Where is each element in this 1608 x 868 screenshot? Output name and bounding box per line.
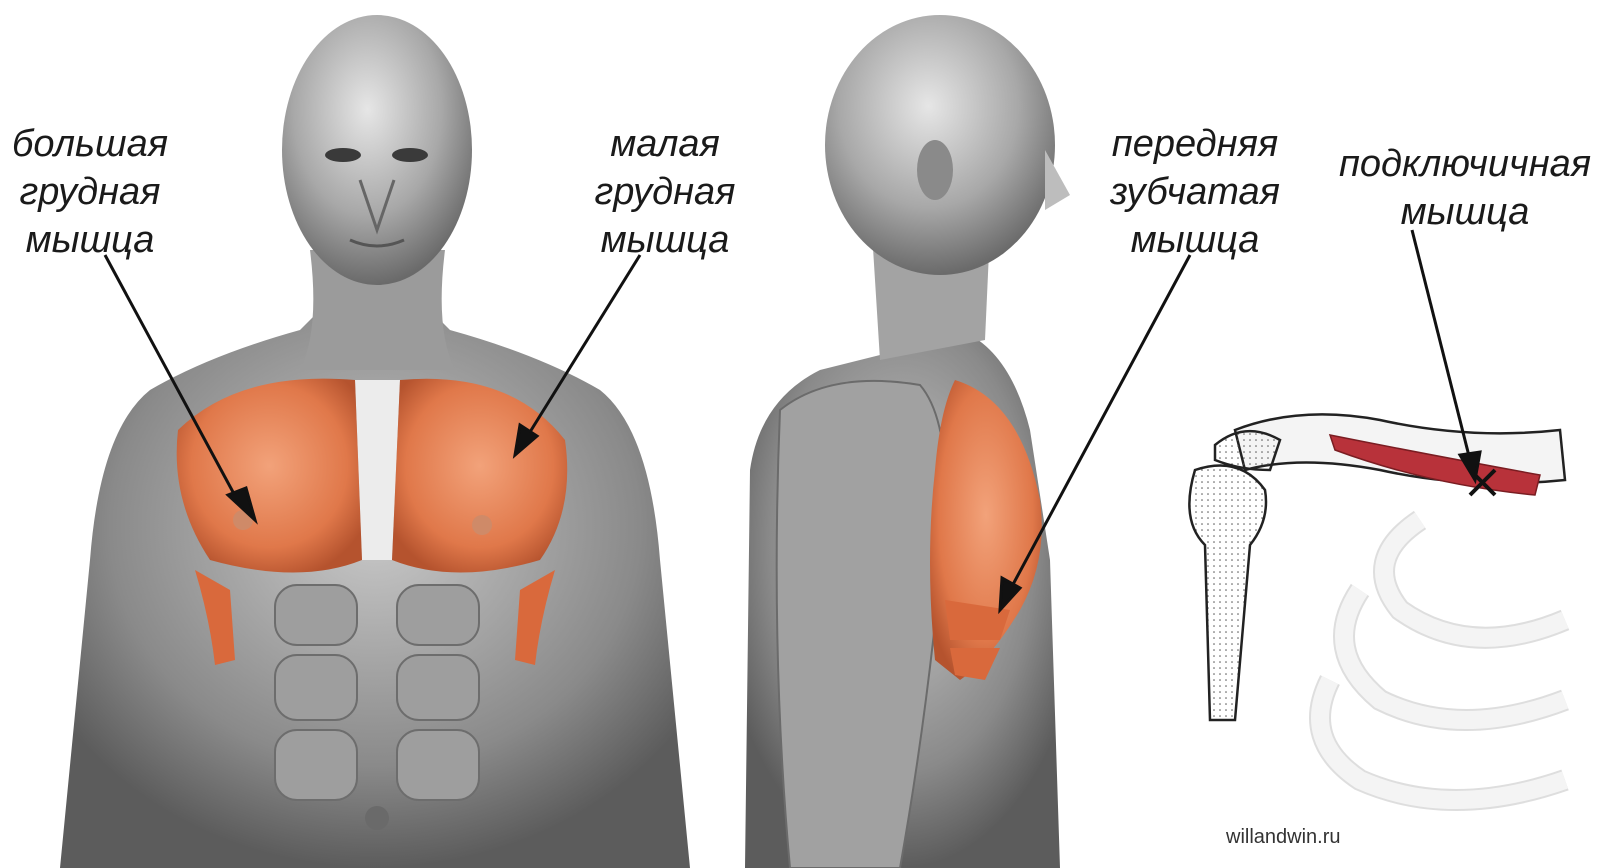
pointer-serratus <box>1010 255 1190 590</box>
left-eye <box>325 148 361 162</box>
label-line: большая <box>10 120 170 168</box>
label-line: подключичная <box>1330 140 1600 188</box>
shoulder-skeleton <box>1189 414 1565 800</box>
pointer-subclavius <box>1412 230 1470 460</box>
label-serratus-anterior: передняя зубчатая мышца <box>1100 120 1290 264</box>
label-line: мышца <box>10 216 170 264</box>
label-pectoralis-minor: малая грудная мышца <box>570 120 760 264</box>
acromion <box>1215 431 1280 470</box>
right-nipple <box>472 515 492 535</box>
navel <box>365 806 389 830</box>
side-nose <box>1045 150 1070 210</box>
label-line: мышца <box>570 216 760 264</box>
ribs <box>1320 520 1565 800</box>
label-line: малая <box>570 120 760 168</box>
label-line: зубчатая <box>1100 168 1290 216</box>
side-figure <box>745 15 1070 868</box>
right-eye <box>392 148 428 162</box>
label-line: передняя <box>1100 120 1290 168</box>
label-pectoralis-major: большая грудная мышца <box>10 120 170 264</box>
humerus <box>1189 466 1266 721</box>
label-line: грудная <box>570 168 760 216</box>
ear <box>917 140 953 200</box>
label-line: мышца <box>1330 188 1600 236</box>
label-line: грудная <box>10 168 170 216</box>
label-subclavius: подключичная мышца <box>1330 140 1600 236</box>
watermark: willandwin.ru <box>1226 826 1341 849</box>
label-line: мышца <box>1100 216 1290 264</box>
